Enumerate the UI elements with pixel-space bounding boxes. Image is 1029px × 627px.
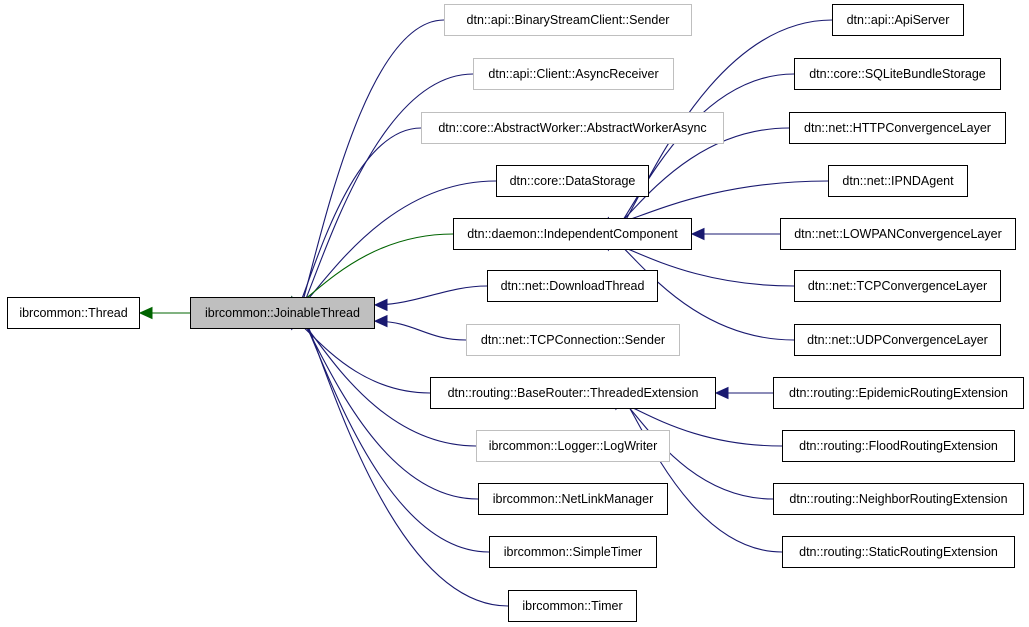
node-ibrcommon-joinablethread[interactable]: ibrcommon::JoinableThread xyxy=(190,297,375,329)
edge-threaded-ext-to-joinable xyxy=(291,320,431,394)
node-daemon-independentcomponent[interactable]: dtn::daemon::IndependentComponent xyxy=(453,218,692,250)
node-ibrcommon-timer[interactable]: ibrcommon::Timer xyxy=(508,590,637,622)
node-core-datastorage[interactable]: dtn::core::DataStorage xyxy=(496,165,649,197)
node-routing-epidemicroutingextension[interactable]: dtn::routing::EpidemicRoutingExtension xyxy=(773,377,1024,409)
node-net-ipndagent[interactable]: dtn::net::IPNDAgent xyxy=(828,165,968,197)
edge-async-receiver-to-joinable xyxy=(291,73,474,319)
node-ibrcommon-netlinkmanager[interactable]: ibrcommon::NetLinkManager xyxy=(478,483,668,515)
edge-download-to-joinable xyxy=(374,285,488,306)
node-routing-neighborroutingextension[interactable]: dtn::routing::NeighborRoutingExtension xyxy=(773,483,1024,515)
node-routing-floodroutingextension[interactable]: dtn::routing::FloodRoutingExtension xyxy=(782,430,1015,462)
edge-sqlite-to-independent xyxy=(607,73,795,234)
node-abstractworker-abstractworkerasync[interactable]: dtn::core::AbstractWorker::AbstractWorke… xyxy=(421,112,724,144)
node-api-apiserver[interactable]: dtn::api::ApiServer xyxy=(832,4,964,36)
node-net-udpconvergencelayer[interactable]: dtn::net::UDPConvergenceLayer xyxy=(794,324,1001,356)
node-net-httpconvergencelayer[interactable]: dtn::net::HTTPConvergenceLayer xyxy=(789,112,1006,144)
edge-independent-to-joinable xyxy=(291,233,454,306)
edge-static-to-threaded-ext xyxy=(615,393,783,553)
arrowhead-tcpconn-sender-to-joinable xyxy=(373,314,388,328)
node-ibrcommon-thread[interactable]: ibrcommon::Thread xyxy=(7,297,140,329)
node-net-tcpconvergencelayer[interactable]: dtn::net::TCPConvergenceLayer xyxy=(794,270,1001,302)
node-routing-staticroutingextension[interactable]: dtn::routing::StaticRoutingExtension xyxy=(782,536,1015,568)
node-net-lowpanconvergencelayer[interactable]: dtn::net::LOWPANConvergenceLayer xyxy=(780,218,1016,250)
node-ibrcommon-simpletimer[interactable]: ibrcommon::SimpleTimer xyxy=(489,536,657,568)
node-tcpconnection-sender[interactable]: dtn::net::TCPConnection::Sender xyxy=(466,324,680,356)
arrowhead-lowpan-to-independent xyxy=(690,227,705,241)
node-binarystreamclient-sender[interactable]: dtn::api::BinaryStreamClient::Sender xyxy=(444,4,692,36)
node-baserouter-threadedextension[interactable]: dtn::routing::BaseRouter::ThreadedExtens… xyxy=(430,377,716,409)
node-core-sqlitebundlestorage[interactable]: dtn::core::SQLiteBundleStorage xyxy=(794,58,1001,90)
node-net-downloadthread[interactable]: dtn::net::DownloadThread xyxy=(487,270,658,302)
edge-tcpconn-sender-to-joinable xyxy=(374,320,467,341)
arrowhead-download-to-joinable xyxy=(373,298,388,312)
node-logger-logwriter[interactable]: ibrcommon::Logger::LogWriter xyxy=(476,430,670,462)
node-client-asyncreceiver[interactable]: dtn::api::Client::AsyncReceiver xyxy=(473,58,674,90)
arrowhead-epidemic-to-threaded-ext xyxy=(714,386,729,400)
arrowhead-joinable-to-thread xyxy=(138,306,153,320)
